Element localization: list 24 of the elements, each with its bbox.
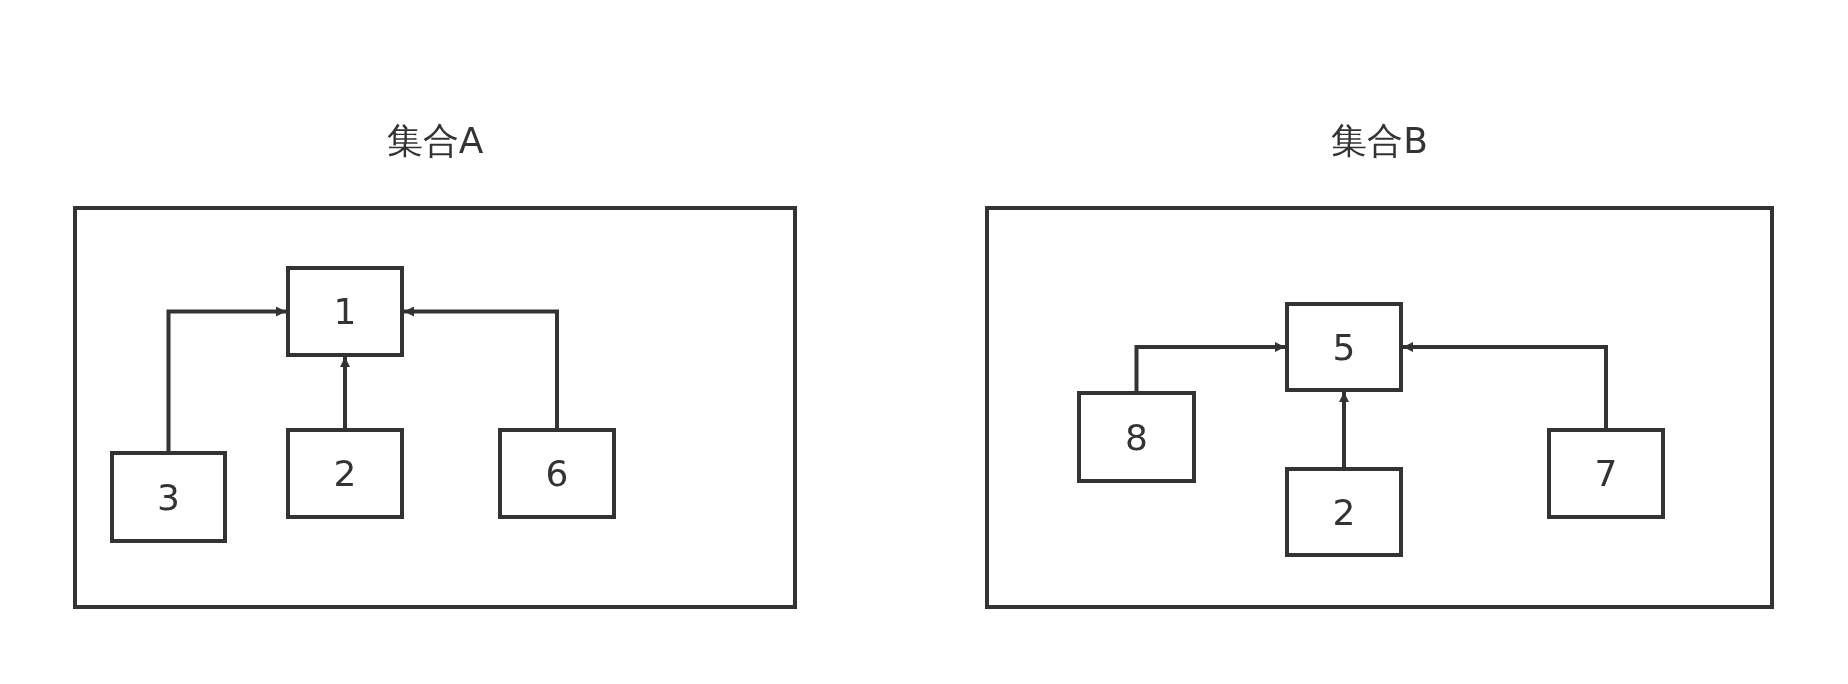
box-label: 2 (333, 453, 357, 494)
group-title: 集合B (1331, 119, 1428, 163)
process-box (1285, 467, 1403, 557)
group-title: 集合A (386, 119, 484, 163)
process-box (110, 451, 227, 543)
box-label: 5 (1332, 326, 1356, 368)
arrow (340, 357, 350, 428)
box-label: 8 (1125, 416, 1148, 458)
process-box (286, 266, 404, 357)
process-box (286, 428, 404, 519)
process-box (1077, 391, 1196, 483)
process-box (1547, 428, 1665, 519)
box-label: 2 (1332, 491, 1356, 533)
arrow (404, 306, 559, 428)
box-label: 3 (157, 476, 180, 518)
process-box (1285, 302, 1403, 392)
arrow (166, 306, 286, 451)
arrow (1134, 342, 1285, 391)
arrow (1403, 342, 1608, 428)
process-box (498, 428, 616, 519)
box-label: 1 (333, 291, 357, 332)
box-label: 7 (1594, 453, 1618, 494)
arrow (1339, 392, 1349, 467)
box-label: 6 (545, 453, 569, 494)
